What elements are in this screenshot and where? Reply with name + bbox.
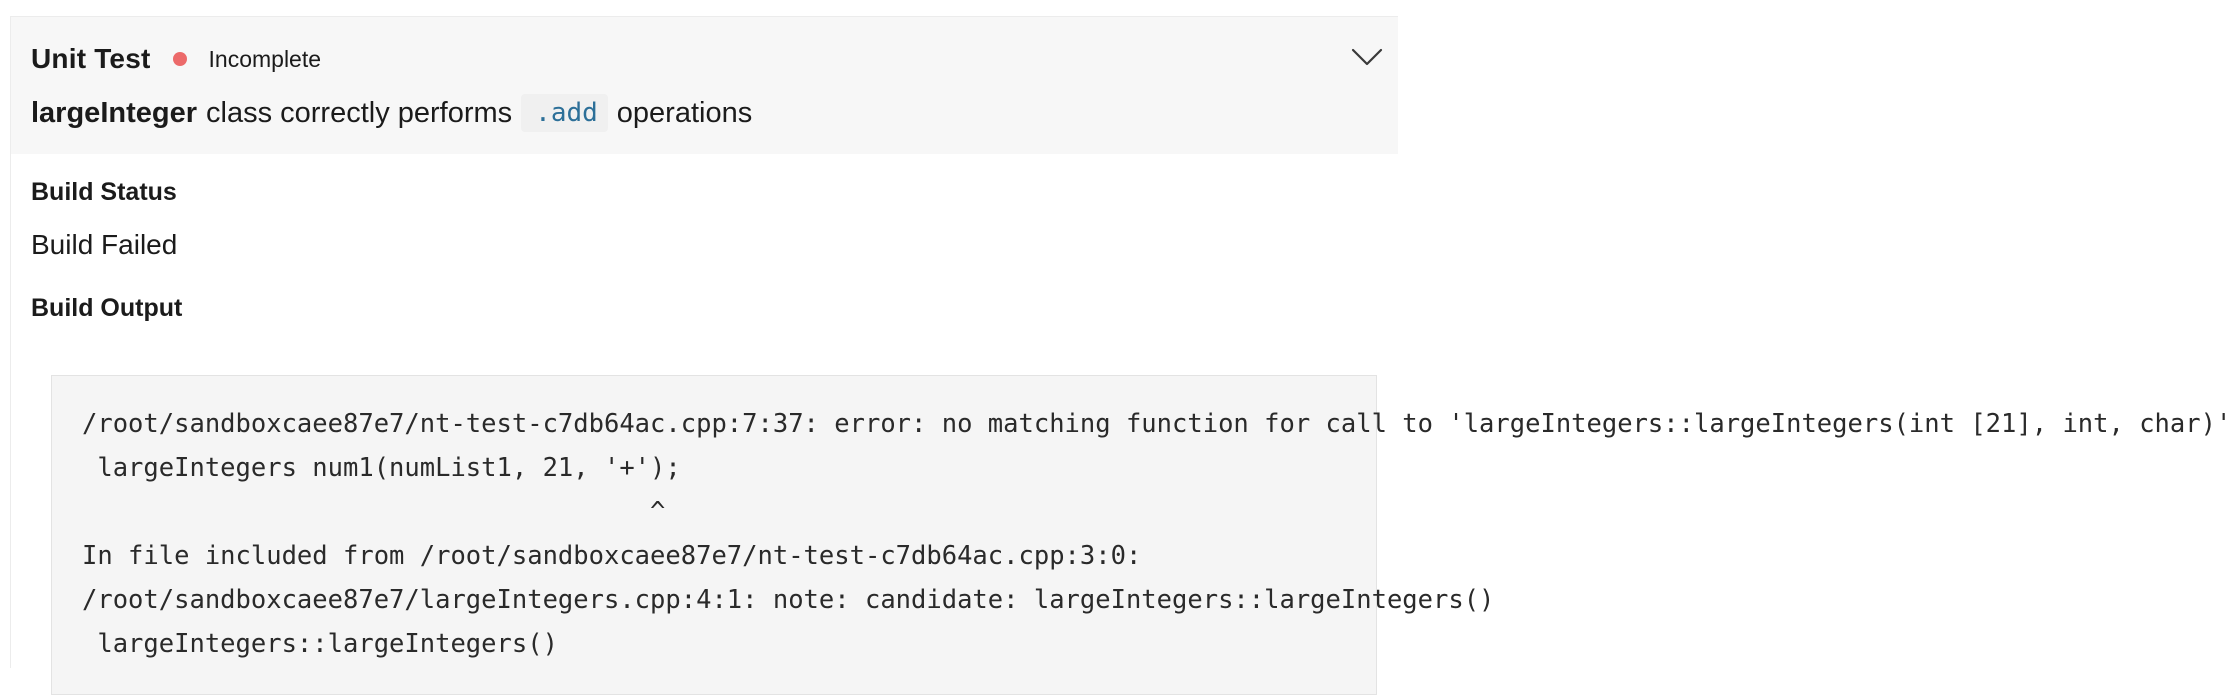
unit-test-card: Unit Test Incomplete largeInteger class … [10, 16, 2231, 695]
test-type-label: Unit Test [31, 43, 151, 74]
build-output-line: /root/sandboxcaee87e7/nt-test-c7db64ac.c… [82, 409, 2231, 439]
build-status-value: Build Failed [31, 229, 178, 260]
build-output-heading: Build Output [31, 294, 183, 322]
test-title-code: .add [521, 94, 608, 132]
status-dot-icon [172, 52, 187, 66]
test-title: largeInteger class correctly performs .a… [31, 91, 752, 135]
test-title-end-text: operations [616, 96, 753, 129]
build-output-line: largeIntegers num1(numList1, 21, '+'); [82, 453, 681, 483]
unit-test-header[interactable]: Unit Test Incomplete largeInteger class … [11, 17, 1398, 154]
build-output-box[interactable]: /root/sandboxcaee87e7/nt-test-c7db64ac.c… [51, 375, 2231, 695]
chevron-down-icon[interactable] [1350, 45, 1384, 69]
top-spacer [0, 0, 1398, 16]
test-title-middle-text: class correctly performs [206, 96, 513, 129]
build-output-line: ^ [82, 497, 666, 527]
build-output-line: /root/sandboxcaee87e7/largeIntegers.cpp:… [82, 585, 1495, 615]
status-label: Incomplete [208, 45, 322, 72]
build-status-heading: Build Status [31, 178, 177, 206]
build-output-text: /root/sandboxcaee87e7/nt-test-c7db64ac.c… [52, 376, 2231, 666]
header-row: Unit Test Incomplete [31, 41, 321, 77]
test-title-class-name: largeInteger [31, 96, 197, 129]
build-output-line: In file included from /root/sandboxcaee8… [82, 541, 1142, 571]
build-output-line: largeIntegers::largeIntegers() [82, 629, 558, 659]
